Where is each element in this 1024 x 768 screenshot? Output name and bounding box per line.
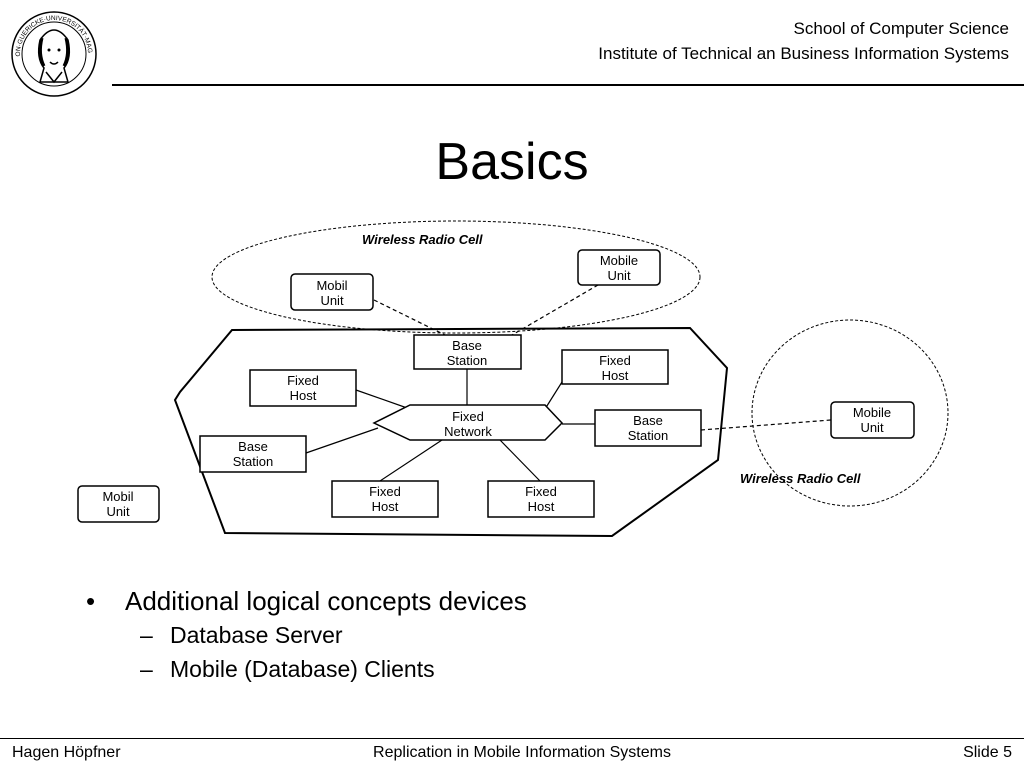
fixed-host-bl-label-2: Host	[372, 499, 399, 514]
link-network-host-bl	[379, 439, 443, 482]
link-fixedhost-right-network	[544, 381, 563, 410]
university-seal-logo: OTTO·VON·GUERICKE·UNIVERSITÄT·MAGDEBURG	[10, 10, 97, 97]
mobil-unit-top-label-1: Mobil	[316, 278, 347, 293]
mobil-unit-left-label-2: Unit	[106, 504, 130, 519]
mobile-unit-top	[577, 249, 661, 286]
base-station-top-label-2: Station	[447, 353, 487, 368]
base-station-left-label-1: Base	[238, 439, 268, 454]
cell-top-label: Wireless Radio Cell	[362, 232, 483, 247]
fixed-host-right	[561, 349, 669, 385]
footer-course: Replication in Mobile Information System…	[373, 744, 671, 761]
link-fixedhost-left-network	[355, 389, 411, 410]
base-station-left-label-2: Station	[233, 454, 273, 469]
fixed-host-left	[249, 369, 357, 407]
mobile-unit-right	[830, 401, 915, 439]
wireless-cell-right	[751, 319, 949, 507]
footer-divider	[0, 738, 1024, 739]
mobil-unit-left	[77, 485, 160, 523]
fixed-host-right-label-1: Fixed	[599, 353, 631, 368]
base-station-top-label-1: Base	[452, 338, 482, 353]
mobil-unit-top-label-2: Unit	[320, 293, 344, 308]
header-divider	[112, 84, 1024, 86]
wireless-link-mobile-right	[700, 419, 832, 431]
base-station-top	[413, 334, 522, 370]
base-station-right-label-2: Station	[628, 428, 668, 443]
sub-bullet-dash-1: –	[140, 622, 153, 648]
base-station-left	[199, 435, 307, 473]
fixed-network-node	[372, 404, 564, 441]
link-network-host-br	[499, 439, 541, 482]
base-station-right-label-1: Base	[633, 413, 663, 428]
mobile-unit-top-label-1: Mobile	[600, 253, 638, 268]
wireless-link-mobil-top	[373, 299, 446, 336]
mobil-unit-left-label-1: Mobil	[102, 489, 133, 504]
fixed-host-bottom-left	[331, 480, 439, 518]
mobile-unit-top-label-2: Unit	[607, 268, 631, 283]
mobile-unit-right-label-1: Mobile	[853, 405, 891, 420]
sub-bullet-mobile-clients: Mobile (Database) Clients	[170, 656, 435, 682]
mobil-unit-top	[290, 273, 374, 311]
sub-bullet-database-server: Database Server	[170, 622, 343, 648]
slide-title: Basics	[435, 133, 589, 191]
base-station-right	[594, 409, 702, 447]
footer-author: Hagen Höpfner	[12, 744, 121, 761]
cell-right-label: Wireless Radio Cell	[740, 471, 861, 486]
bullet-main: Additional logical concepts devices	[125, 586, 527, 616]
fixed-host-bl-label-1: Fixed	[369, 484, 401, 499]
sub-bullet-dash-2: –	[140, 656, 153, 682]
fixed-host-left-label-1: Fixed	[287, 373, 319, 388]
wireless-cell-top	[211, 220, 701, 334]
fixed-network-label-2: Network	[444, 424, 492, 439]
footer-slide-number: Slide 5	[963, 744, 1012, 761]
fixed-network-label-1: Fixed	[452, 409, 484, 424]
mobile-unit-right-label-2: Unit	[860, 420, 884, 435]
network-diagram: Wireless Radio Cell Wireless Radio Cell …	[77, 220, 949, 538]
link-network-basestation-left	[305, 427, 379, 454]
fixed-host-left-label-2: Host	[290, 388, 317, 403]
wireless-link-mobile-top	[511, 284, 599, 336]
bullet-marker: •	[86, 586, 96, 616]
header-school: School of Computer Science	[793, 19, 1009, 38]
fixed-host-br-label-1: Fixed	[525, 484, 557, 499]
fixed-host-br-label-2: Host	[528, 499, 555, 514]
header-institute: Institute of Technical an Business Infor…	[598, 44, 1009, 63]
fixed-host-right-label-2: Host	[602, 368, 629, 383]
fixed-network-region	[173, 326, 729, 538]
fixed-host-bottom-right	[487, 480, 595, 518]
